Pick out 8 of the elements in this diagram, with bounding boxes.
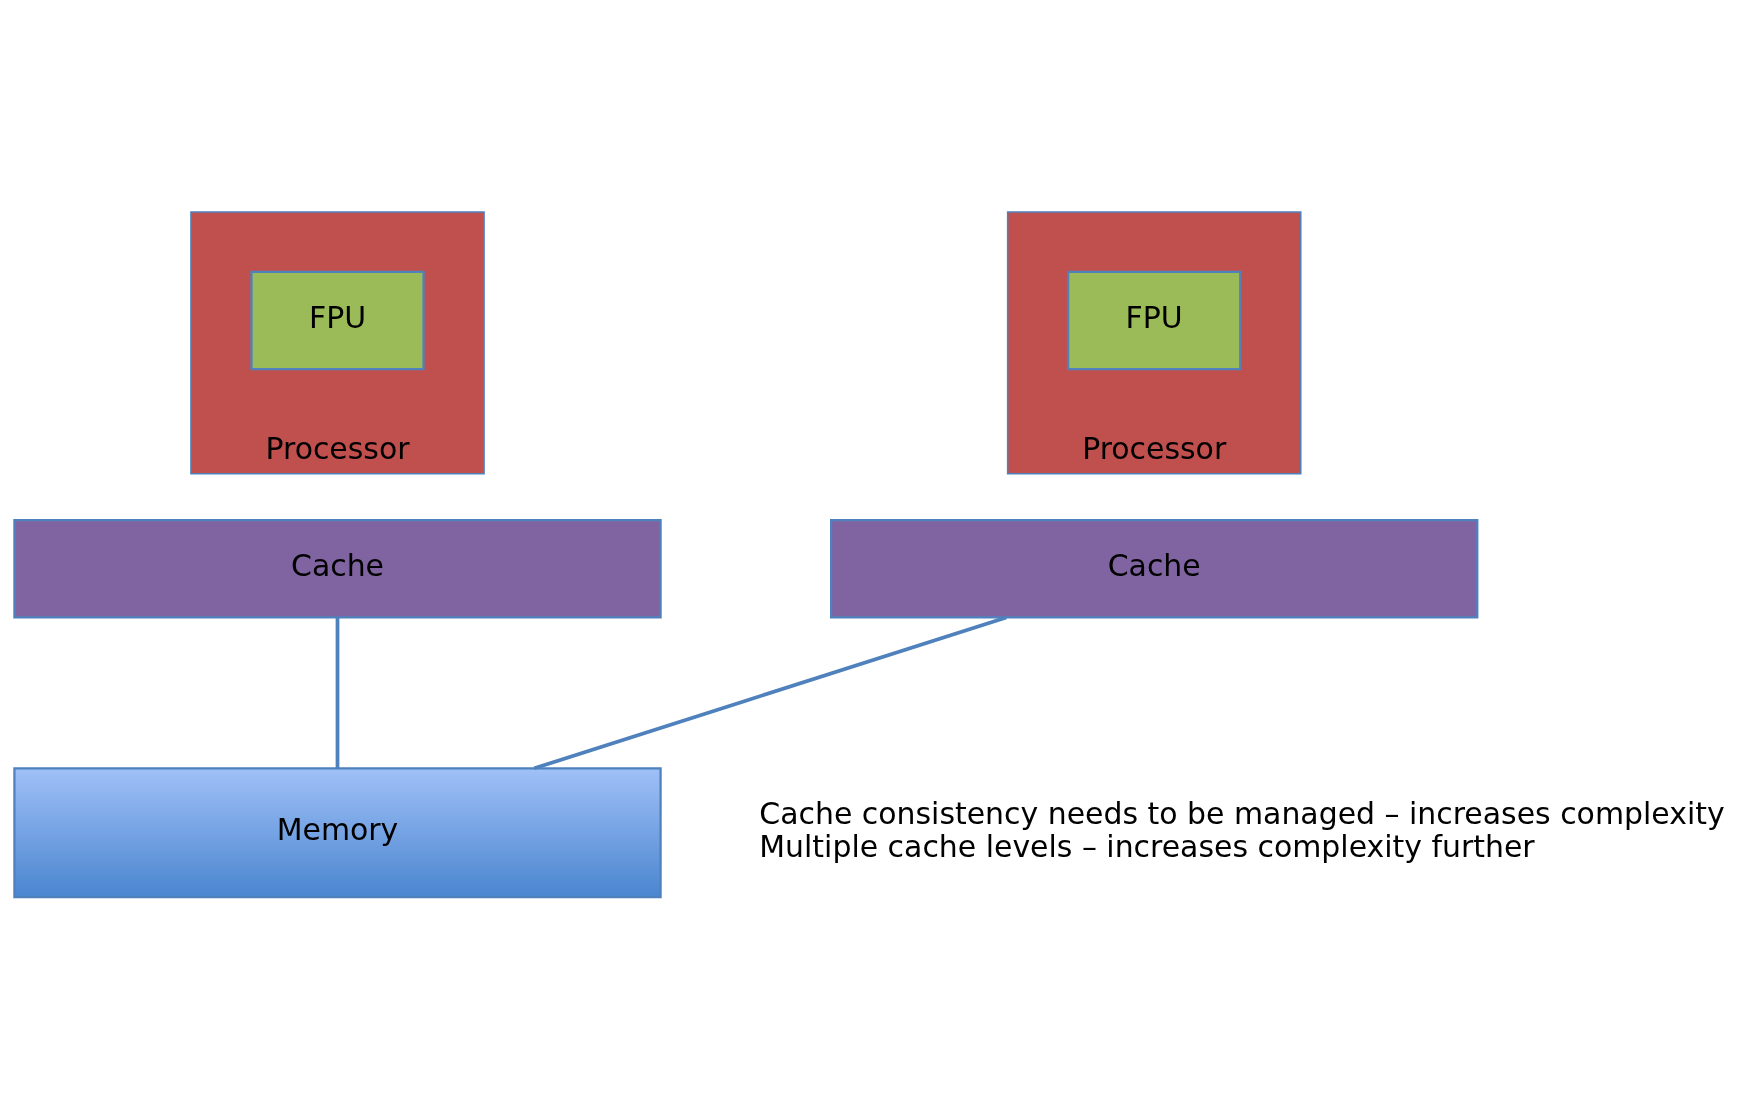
label: Cache consistency needs to be managed – increases complexity — [759, 795, 1725, 831]
node-box: FPU — [1067, 270, 1242, 371]
connector — [533, 615, 1007, 771]
node-box: Memory — [13, 767, 662, 899]
connector — [335, 617, 340, 769]
node-box: Cache — [13, 518, 662, 619]
node-box: FPU — [250, 270, 425, 371]
node-box: Cache — [830, 518, 1479, 619]
